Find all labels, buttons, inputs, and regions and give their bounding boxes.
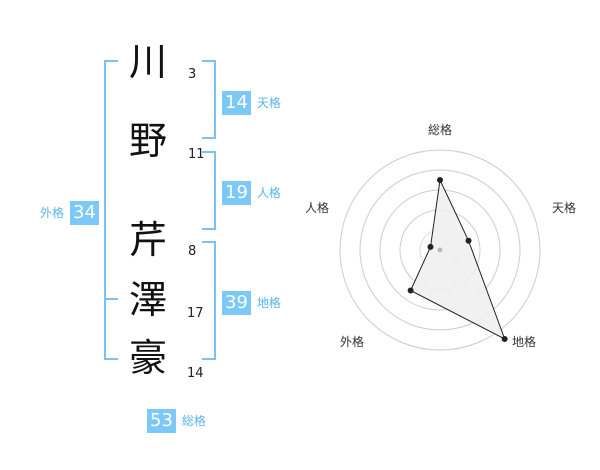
tenkaku-badge: 14 天格 xyxy=(222,91,281,115)
tenkaku-label: 天格 xyxy=(256,96,281,110)
radar-point-1 xyxy=(437,177,443,183)
name-char-3: 芹 xyxy=(128,218,167,262)
stroke-count-3: 8 xyxy=(188,244,197,259)
chikaku-bracket xyxy=(202,241,216,360)
radar-ring-4 xyxy=(359,169,521,331)
chikaku-label: 地格 xyxy=(256,296,281,310)
gaikaku-badge: 34 外格 xyxy=(40,201,99,225)
radar-point-4 xyxy=(407,287,414,294)
jinkaku-value: 19 xyxy=(222,181,251,205)
radar-axis-label-chikaku: 地格 xyxy=(512,335,537,349)
stroke-count-1: 3 xyxy=(188,67,197,82)
jinkaku-badge: 19 人格 xyxy=(222,181,281,205)
soukaku-badge: 53 総格 xyxy=(147,409,206,433)
tenkaku-bracket xyxy=(202,60,216,139)
chikaku-badge: 39 地格 xyxy=(222,291,281,315)
name-char-2: 野 xyxy=(128,119,167,163)
stroke-count-5: 14 xyxy=(187,366,204,381)
fortune-radar-chart xyxy=(339,149,541,351)
chikaku-value: 39 xyxy=(222,291,251,315)
radar-point-2 xyxy=(465,237,472,244)
radar-ring-5 xyxy=(339,149,541,351)
radar-axis-label-jinkaku: 人格 xyxy=(305,201,330,215)
name-char-4: 澤 xyxy=(128,278,167,322)
gaikaku-bracket xyxy=(104,60,118,360)
stroke-count-4: 17 xyxy=(187,306,204,321)
radar-axis-label-gaikaku: 外格 xyxy=(340,335,365,349)
radar-points xyxy=(407,177,508,342)
gaikaku-value: 34 xyxy=(70,201,99,225)
chikaku-inner-bracket xyxy=(104,298,118,300)
tenkaku-value: 14 xyxy=(222,91,251,115)
radar-axis-label-soukaku: 総格 xyxy=(428,123,453,137)
jinkaku-bracket xyxy=(202,151,216,230)
radar-center xyxy=(437,247,443,253)
name-char-1: 川 xyxy=(128,40,167,84)
soukaku-label: 総格 xyxy=(181,414,206,428)
soukaku-value: 53 xyxy=(147,409,176,433)
jinkaku-label: 人格 xyxy=(256,186,281,200)
radar-point-3 xyxy=(501,335,508,342)
radar-shape xyxy=(409,178,506,341)
gaikaku-label: 外格 xyxy=(40,206,65,220)
stroke-count-2: 11 xyxy=(188,147,205,162)
radar-point-5 xyxy=(427,243,434,250)
radar-axis-label-tenkaku: 天格 xyxy=(552,201,577,215)
name-char-5: 豪 xyxy=(128,336,167,380)
